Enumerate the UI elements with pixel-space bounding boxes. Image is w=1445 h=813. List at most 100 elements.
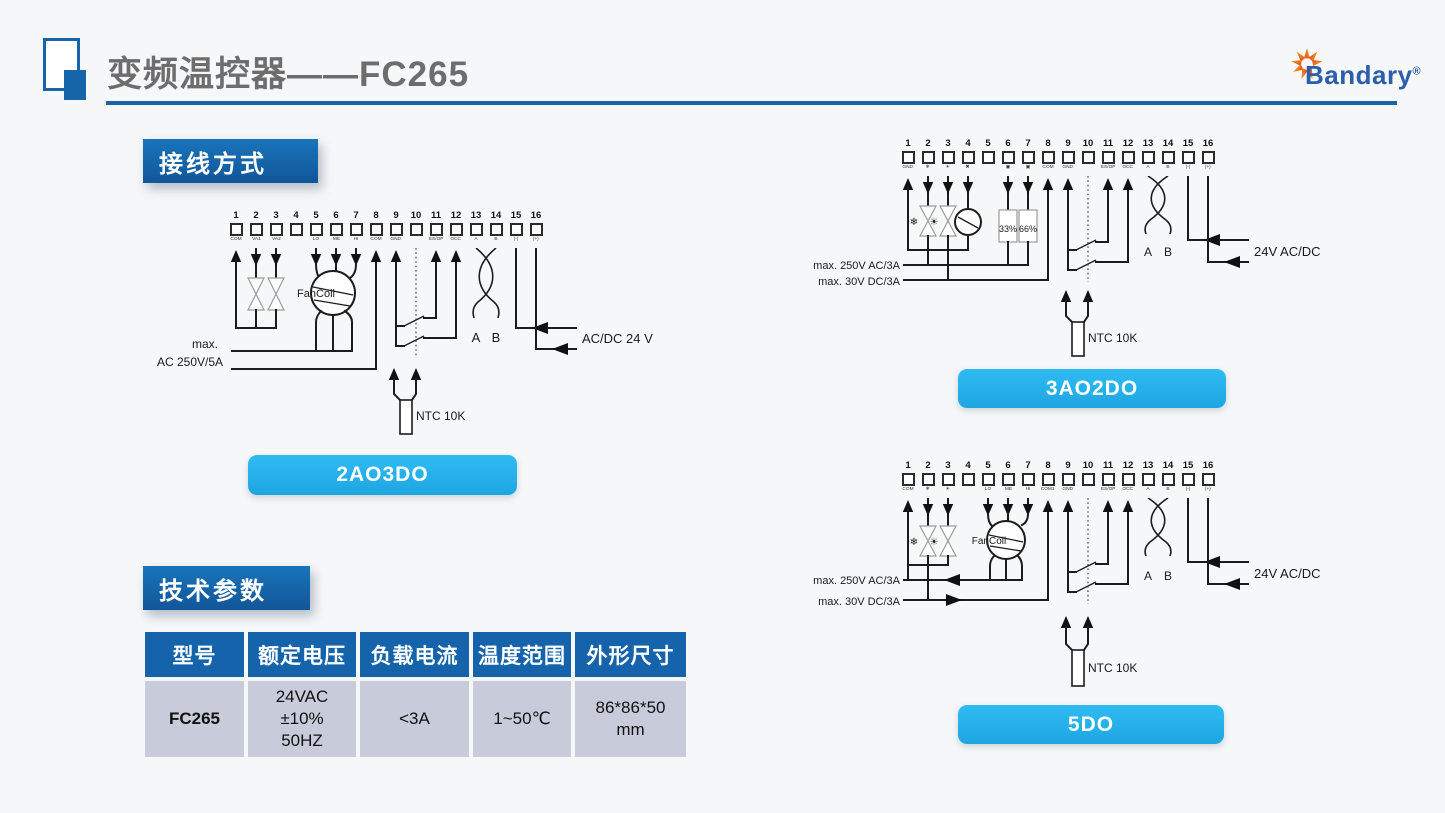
- brand-logo: Bandary®: [1288, 46, 1445, 102]
- terminal-label: ES/OP: [1100, 486, 1116, 492]
- terminal-label: COM: [230, 236, 242, 242]
- spec-value-dimensions: 86*86*50 mm: [575, 681, 686, 757]
- terminal-number: 6: [1005, 138, 1011, 149]
- terminal-number: 5: [313, 210, 319, 221]
- terminal-number: 8: [1045, 460, 1051, 471]
- terminal-label: ☀: [945, 486, 951, 492]
- output-66-label: 66%: [1019, 224, 1037, 234]
- terminal-number: 7: [353, 210, 359, 221]
- terminal-number: 10: [1082, 138, 1094, 149]
- terminal: 10: [406, 210, 426, 245]
- terminal-number: 2: [925, 138, 931, 149]
- switch-contact: [1075, 581, 1097, 593]
- terminal-label: OCC: [1122, 164, 1134, 170]
- terminal-number: 14: [1162, 138, 1174, 149]
- sunburst-icon: [1291, 47, 1323, 80]
- terminal-number: 12: [1122, 138, 1134, 149]
- terminal-square: [489, 223, 503, 236]
- twisted-pair-icon: [472, 248, 494, 319]
- terminal-number: 3: [945, 460, 951, 471]
- terminal-square: [1081, 473, 1095, 486]
- terminal-label: OCC: [1122, 486, 1134, 492]
- terminal-number: 11: [1102, 138, 1114, 149]
- terminal: 2❄: [918, 138, 938, 173]
- terminal-square: [1001, 151, 1015, 164]
- terminal-label: (+): [1205, 164, 1211, 170]
- twisted-pair-icon: [478, 248, 500, 319]
- diagram-badge-3ao2do: 3AO2DO: [958, 369, 1226, 408]
- terminal: 4: [286, 210, 306, 245]
- terminal-number: 15: [1182, 138, 1194, 149]
- terminal-number: 15: [510, 210, 522, 221]
- valve-icon: [247, 277, 265, 311]
- section-label-specs: 技术参数: [143, 566, 310, 610]
- terminal-label: VA1: [251, 236, 261, 242]
- terminal-label: (-): [1185, 486, 1191, 492]
- twisted-pair-icon: [1144, 498, 1166, 557]
- max-rating-label-1: max. 250V AC/3A: [813, 260, 900, 272]
- terminal-square: [349, 223, 363, 236]
- terminal-number: 3: [945, 138, 951, 149]
- terminal-number: 12: [450, 210, 462, 221]
- terminal-label: ME: [1004, 486, 1012, 492]
- terminal-square: [269, 223, 283, 236]
- valve-icon: [919, 525, 937, 557]
- terminal-number: 10: [410, 210, 422, 221]
- terminal-label: B: [494, 236, 498, 242]
- brand-name: Bandary®: [1305, 60, 1422, 90]
- terminal-label: A: [1146, 486, 1150, 492]
- terminal-square: [389, 223, 403, 236]
- ntc-sensor-icon: [1071, 321, 1085, 357]
- terminal-square: [1181, 473, 1195, 486]
- terminal-label: HI: [1025, 486, 1031, 492]
- terminal: 3☀: [938, 138, 958, 173]
- terminal-label: LO: [312, 236, 320, 242]
- terminal-label: OCC: [450, 236, 462, 242]
- terminal-square: [901, 473, 915, 486]
- cooling-valve-icon: ❄: [910, 537, 918, 548]
- terminal-label: COM: [1042, 164, 1054, 170]
- terminal: 7▣: [1018, 138, 1038, 173]
- terminal-number: 8: [1045, 138, 1051, 149]
- valve-icon: [939, 205, 957, 237]
- terminal-label: ❄: [925, 164, 931, 170]
- terminal-square: [449, 223, 463, 236]
- terminal-square: [1061, 151, 1075, 164]
- ntc-label: NTC 10K: [1088, 331, 1137, 345]
- spec-header-rated-voltage: 额定电压: [248, 632, 356, 677]
- terminal-square: [1121, 473, 1135, 486]
- terminal: 4✖: [958, 138, 978, 173]
- max-rating-label-1: max. 250V AC/3A: [813, 575, 900, 587]
- terminal-square: [961, 151, 975, 164]
- max-rating-label-2: AC 250V/5A: [157, 355, 223, 369]
- terminal: 15(-): [1178, 138, 1198, 173]
- terminal: 16(+): [1198, 460, 1218, 495]
- terminal: 6▣: [998, 138, 1018, 173]
- terminal-number: 6: [1005, 460, 1011, 471]
- terminal-square: [1021, 151, 1035, 164]
- terminal-square: [529, 223, 543, 236]
- terminal-square: [981, 151, 995, 164]
- terminal-number: 9: [393, 210, 399, 221]
- terminal-number: 9: [1065, 138, 1071, 149]
- diagram-badge-5do: 5DO: [958, 705, 1224, 744]
- terminal-square: [941, 473, 955, 486]
- terminal-label: LO: [984, 486, 992, 492]
- terminal-square: [1041, 151, 1055, 164]
- terminal: 2❄: [918, 460, 938, 495]
- terminal-label: (+): [533, 236, 539, 242]
